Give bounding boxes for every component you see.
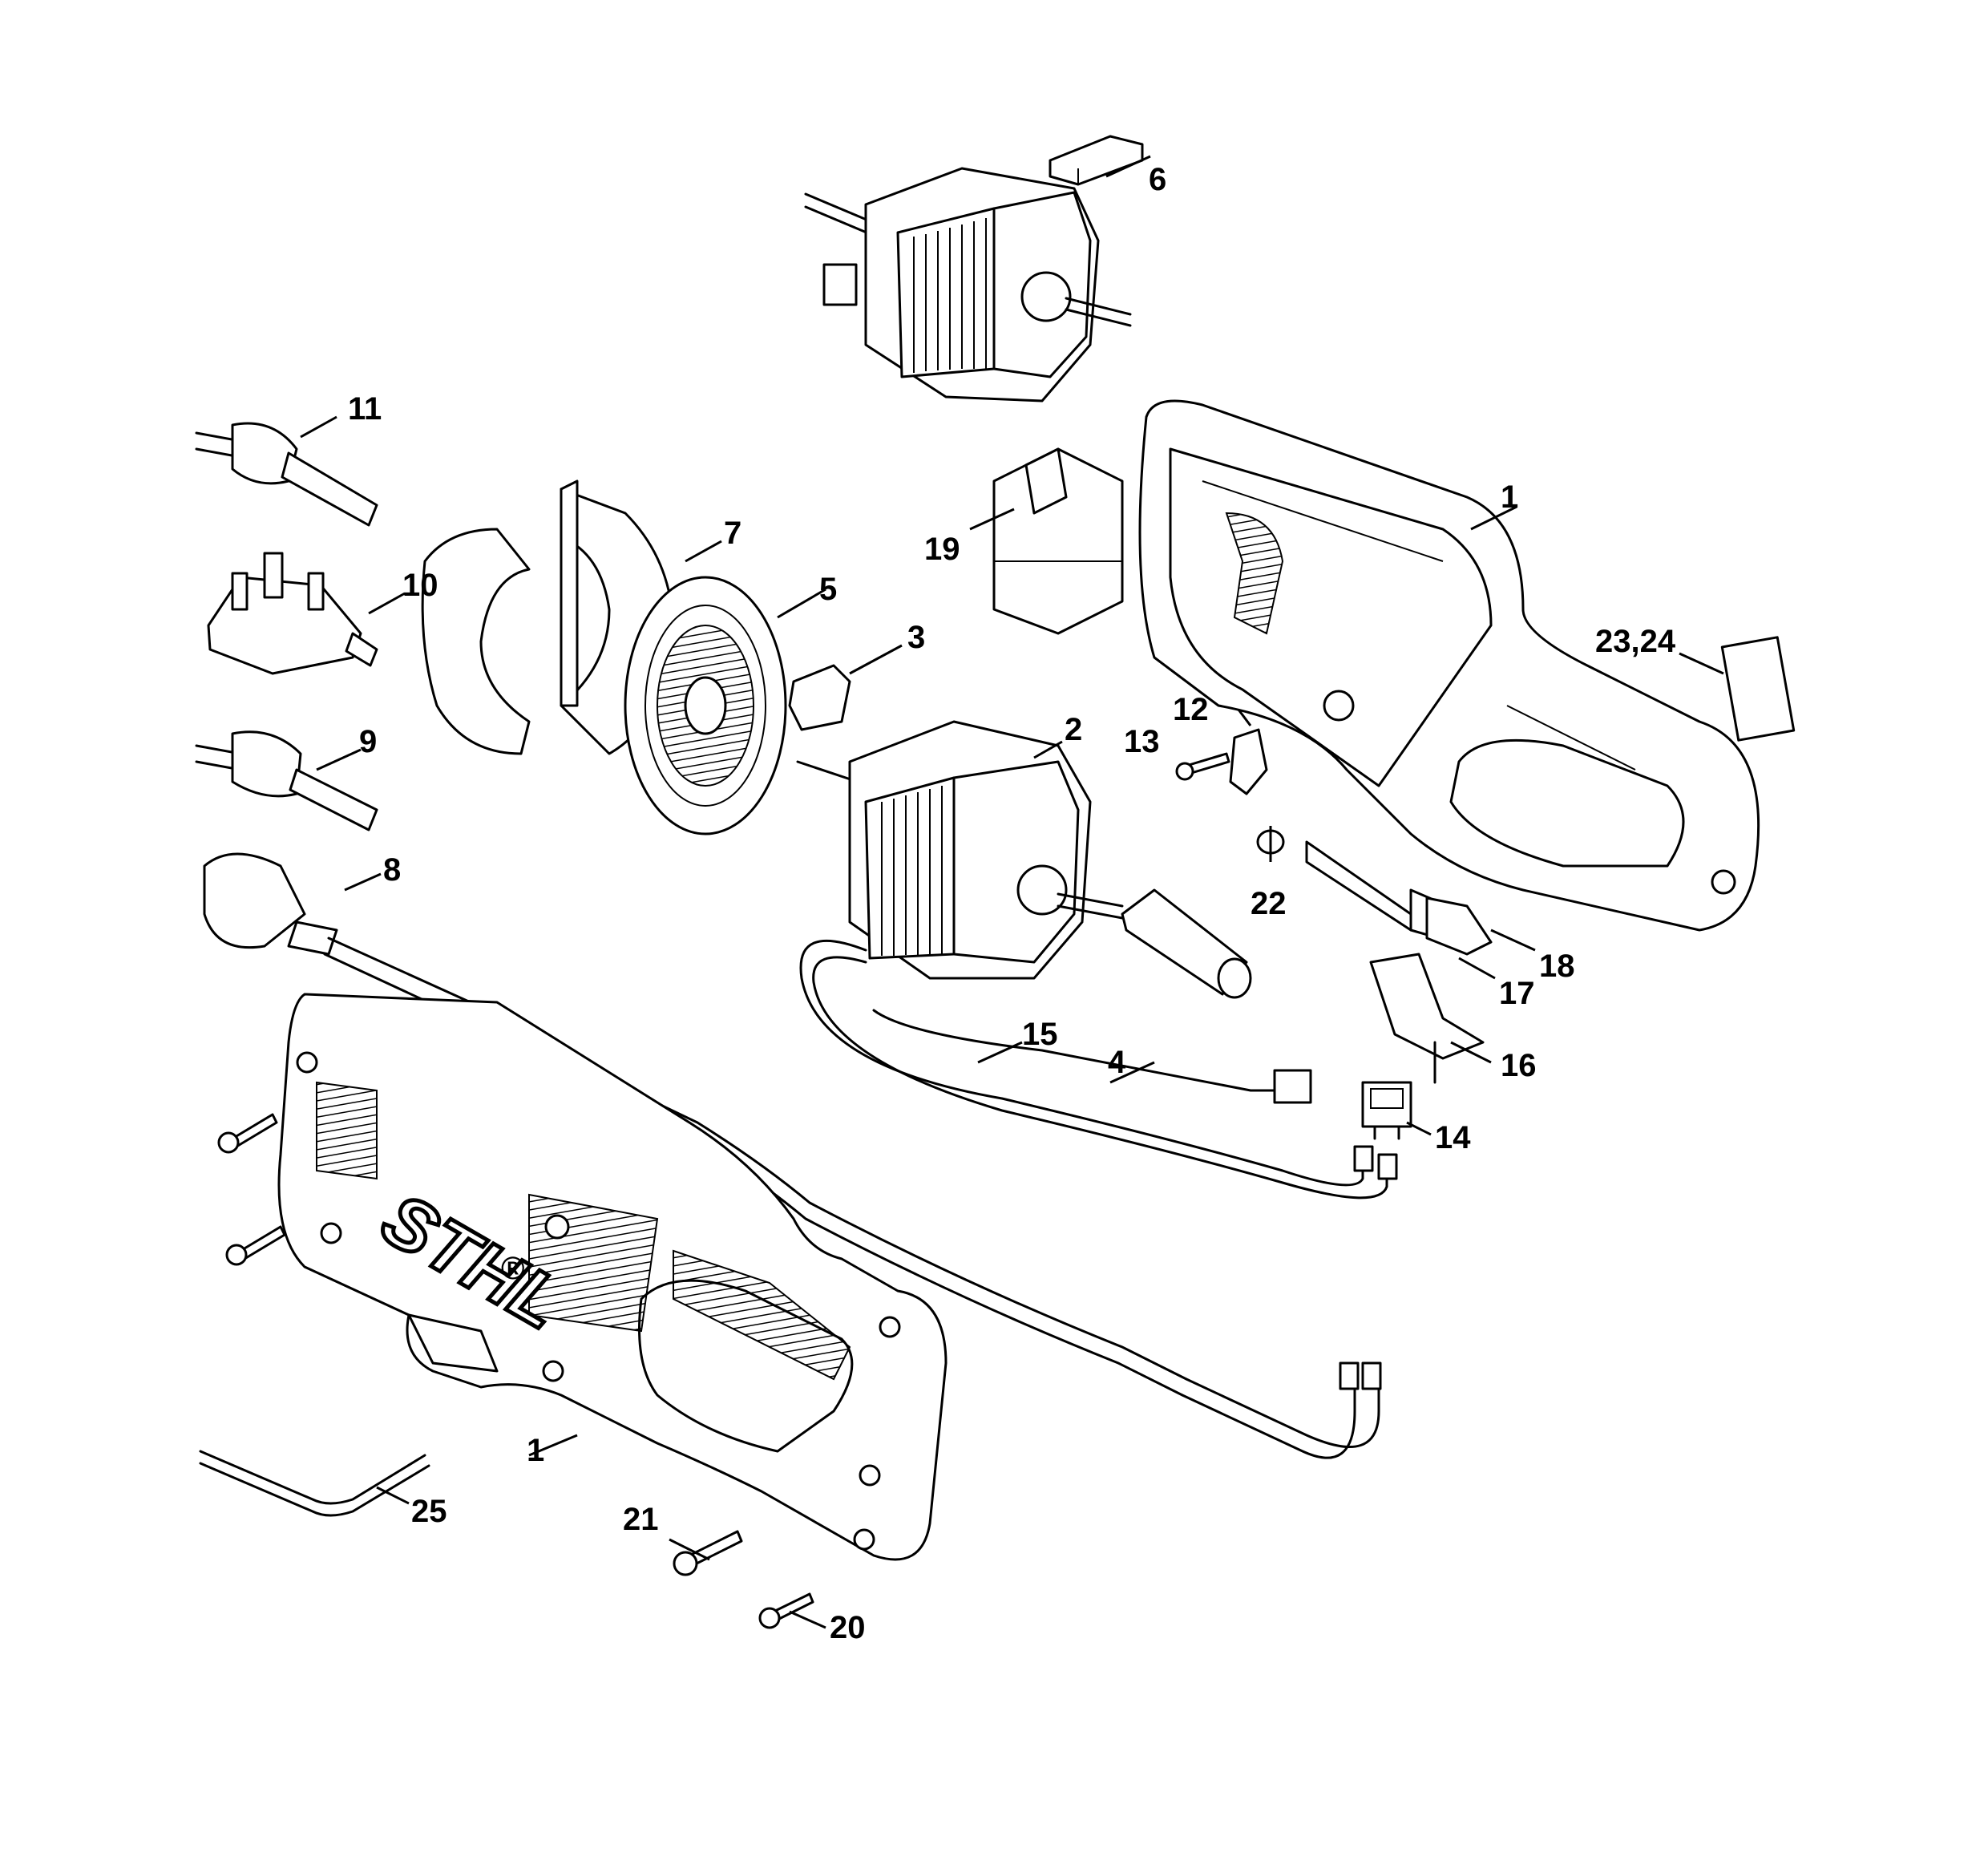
callout-22: 22 (1251, 886, 1287, 921)
callout-2: 2 (1065, 712, 1082, 747)
callout-9: 9 (359, 724, 377, 759)
callout-1: 1 (1501, 479, 1518, 515)
hex-key-25 (199, 1450, 430, 1517)
housing-shell-left: STHL ® (277, 993, 948, 1561)
plug-10 (207, 552, 378, 675)
callout-19: 19 (924, 532, 960, 567)
cable-harness-15 (799, 939, 1398, 1200)
fan-wheel-5 (624, 576, 787, 835)
callout-6: 6 (1149, 162, 1166, 197)
screw-left-upper (217, 1113, 278, 1154)
callout-8: 8 (383, 852, 401, 888)
clamp-12 (1229, 728, 1268, 795)
screw-21 (673, 1530, 743, 1576)
leader-lines (300, 155, 1724, 1629)
callout-1-lower: 1 (527, 1433, 544, 1468)
callout-17: 17 (1499, 976, 1535, 1011)
callout-11: 11 (348, 391, 382, 427)
motor-2 (796, 720, 1124, 980)
screw-left-lower (225, 1225, 286, 1266)
spring-3 (788, 664, 851, 731)
callout-18: 18 (1539, 949, 1575, 984)
cover-19 (992, 447, 1124, 635)
callout-16: 16 (1501, 1048, 1537, 1083)
plug-9 (195, 730, 378, 831)
plug-11 (195, 422, 378, 527)
callouts: 1 1 2 3 4 5 6 7 8 9 10 11 12 13 14 15 16… (348, 162, 1676, 1645)
callout-13: 13 (1124, 724, 1160, 759)
callout-20: 20 (830, 1610, 866, 1645)
registered-mark: ® (501, 1251, 524, 1286)
trigger-16 (1369, 953, 1485, 1084)
screw-13 (1175, 752, 1230, 781)
callout-10: 10 (402, 568, 438, 603)
motor-assembly-top (804, 167, 1132, 403)
callout-25: 25 (411, 1494, 447, 1529)
callout-12: 12 (1173, 692, 1209, 727)
callout-15: 15 (1022, 1017, 1058, 1052)
callout-23-24: 23,24 (1595, 624, 1676, 659)
label-plate-23-24 (1720, 636, 1796, 742)
switch-lever-17 (1425, 896, 1493, 956)
callout-3: 3 (907, 620, 925, 655)
switch-14 (1361, 1081, 1412, 1140)
callout-4: 4 (1108, 1045, 1126, 1080)
callout-21: 21 (623, 1502, 659, 1537)
callout-5: 5 (819, 572, 837, 607)
housing-shell-right (1138, 399, 1760, 932)
carbon-brush-6 (1049, 135, 1144, 186)
screw-20 (758, 1592, 814, 1629)
callout-14: 14 (1435, 1120, 1471, 1155)
shaft-4 (1121, 888, 1252, 999)
callout-7: 7 (724, 516, 741, 551)
